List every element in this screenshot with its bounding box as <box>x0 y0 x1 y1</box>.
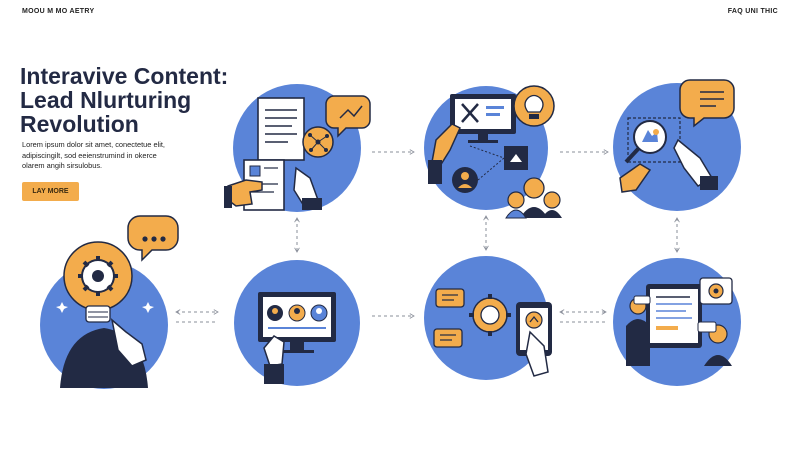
sparkle-icon <box>56 302 68 313</box>
diamond-node-icon <box>504 146 528 170</box>
illustration-monitor-profiles <box>234 260 360 386</box>
illustration-lightbulb-gear <box>40 215 179 389</box>
user-avatar-icon <box>267 304 328 329</box>
hero-body-line-1: Lorem ipsum dolor sit amet, conectetue e… <box>22 140 165 149</box>
hero-body-line-2: adipiscingilt, sod eeienstrumind in oker… <box>22 150 157 160</box>
illustration-gears-phone <box>424 256 552 380</box>
illustration-documents-network <box>224 84 371 212</box>
hero-title: Interavive Content: Lead Nlurturing Revo… <box>20 64 260 136</box>
top-right-nav-link[interactable]: FAQ UNI THIC <box>727 8 778 15</box>
gear-icon <box>78 256 118 296</box>
top-left-nav-link[interactable]: MOOU M MO AETRY <box>22 8 95 15</box>
flow-arrows <box>175 149 680 323</box>
hero-body-line-3: olarem angih sirsulobus. <box>22 161 103 170</box>
monitor-icon <box>450 94 516 143</box>
gear-icon <box>469 294 511 336</box>
chat-bubble-icon <box>435 288 465 308</box>
learn-more-button[interactable]: LAY MORE <box>22 182 79 201</box>
hand-holding-icon <box>619 163 652 193</box>
hand-pointing-icon <box>428 123 461 184</box>
chat-bubble-icon <box>679 79 735 128</box>
hero-title-line-3: Revolution <box>20 111 139 137</box>
hero-title-line-1: Interavive Content: <box>20 63 229 89</box>
hero-body-text: Lorem ipsum dolor sit amet, conectetue e… <box>22 140 222 172</box>
document-icon <box>257 97 305 161</box>
network-connector-lines <box>469 145 505 181</box>
chat-bubble-icon <box>325 95 371 138</box>
chat-bubble-icon <box>433 328 463 348</box>
lightbulb-icon <box>513 85 555 127</box>
network-icon <box>302 126 334 158</box>
tablet-icon <box>646 284 702 348</box>
chat-bubble-icon <box>127 215 179 262</box>
illustration-magnifier-chat <box>613 79 741 211</box>
illustration-monitor-lightbulb <box>424 85 562 219</box>
hand-pointing-icon <box>263 335 285 384</box>
hand-holding-icon <box>293 166 322 210</box>
illustration-tablet-people <box>613 258 741 386</box>
magnifier-icon <box>624 117 681 164</box>
sparkle-icon <box>142 302 154 313</box>
user-avatar-icon <box>452 167 478 193</box>
hand-pointing-icon <box>110 318 147 367</box>
hand-pointing-icon <box>525 330 549 377</box>
people-icon <box>505 177 562 219</box>
gear-icon <box>699 277 733 305</box>
chat-bubble-icon <box>633 295 717 333</box>
hero-title-line-2: Lead Nlurturing <box>20 87 192 113</box>
hand-pointing-icon <box>673 138 718 190</box>
hand-pointing-icon <box>224 179 263 208</box>
